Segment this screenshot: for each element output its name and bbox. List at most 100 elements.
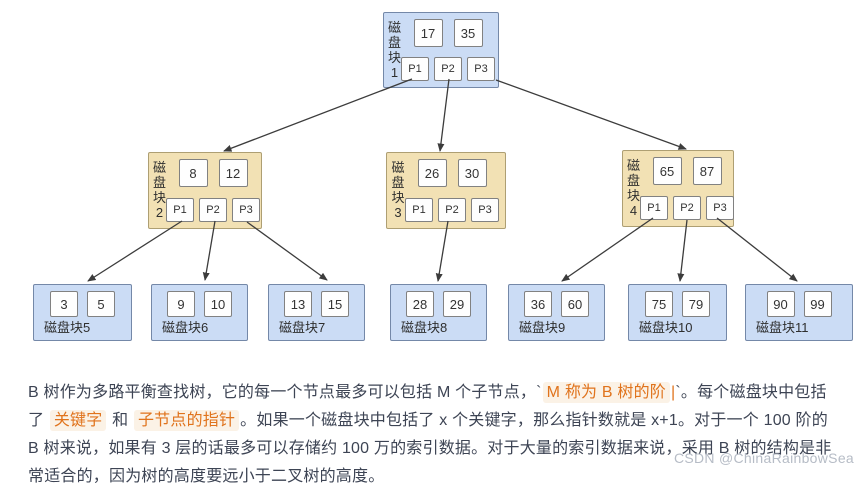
tree-edge-arrow (87, 220, 183, 282)
node-label: 磁盘块11 (756, 320, 809, 335)
key-cell: 87 (692, 157, 722, 185)
inline-code: 子节点的指针 (133, 410, 240, 431)
article-text: B 树作为多路平衡查找树，它的每一个节点最多可以包括 M 个子节点，` (28, 384, 542, 401)
node-label: 磁盘块6 (162, 320, 209, 335)
pointer-cell: P3 (232, 198, 261, 222)
pointer-cell: P3 (467, 57, 496, 81)
article-text: 。如果一个磁盘块中包括了 x 个关键字，那么指针数就是 x+1。对于一个 100… (28, 412, 832, 484)
key-cell: 79 (682, 291, 710, 317)
key-cell: 5 (87, 291, 115, 317)
key-cell: 65 (652, 157, 682, 185)
pointer-cell: P1 (166, 198, 195, 222)
pointer-cell: P2 (438, 198, 466, 222)
pointer-cell: P2 (673, 196, 702, 220)
tree-edge-arrow (437, 78, 450, 152)
key-cell: 29 (443, 291, 471, 317)
key-cell: 28 (406, 291, 434, 317)
disk-block-node-7: 13 15 磁盘块7 (268, 284, 365, 341)
article-text: `。每个磁盘块中包括了 (28, 384, 827, 429)
inline-code: M 称为 B 树的阶 (542, 382, 671, 403)
key-cell: 35 (453, 19, 483, 47)
tree-edge-arrow (202, 220, 216, 281)
node-label: 磁盘块10 (639, 320, 693, 335)
key-cell: 15 (321, 291, 349, 317)
node-label-char: 盘 (153, 175, 167, 190)
key-cell: 8 (178, 159, 208, 187)
node-label-char: 1 (390, 64, 399, 80)
tree-edge-arrow (677, 219, 688, 282)
node-label-char: 4 (629, 203, 638, 218)
node-label-char: 磁 (388, 19, 402, 35)
article-paragraph: B 树作为多路平衡查找树，它的每一个节点最多可以包括 M 个子节点，`M 称为 … (28, 379, 834, 484)
key-cell: 75 (645, 291, 673, 317)
node-label: 磁盘块5 (44, 320, 91, 335)
node-label-char: 块 (391, 190, 405, 205)
node-label-char: 盘 (627, 173, 641, 188)
node-label-char: 2 (155, 205, 164, 220)
pointer-cell: P3 (471, 198, 499, 222)
keys-row: 90 99 (754, 291, 844, 317)
node-label-char: 块 (153, 190, 167, 205)
pointer-cell: P1 (640, 196, 669, 220)
tree-edge-arrow (435, 220, 449, 282)
node-label-char: 3 (394, 205, 402, 220)
csdn-watermark: CSDN @ChinaRainbowSea (673, 450, 854, 466)
disk-block-node-11: 90 99 磁盘块11 (745, 284, 853, 341)
node-label-char: 块 (388, 49, 402, 65)
node-label-char: 磁 (153, 160, 167, 175)
disk-block-node-8: 28 29 磁盘块8 (390, 284, 487, 341)
keys-row: 28 29 (399, 291, 478, 317)
key-cell: 13 (284, 291, 312, 317)
key-cell: 36 (524, 291, 552, 317)
inline-code: 关键字 (49, 410, 107, 431)
key-cell: 30 (457, 159, 487, 187)
node-label-char: 磁 (627, 158, 641, 173)
key-cell: 10 (204, 291, 232, 317)
keys-row: 75 79 (637, 291, 718, 317)
node-label-char: 盘 (388, 34, 402, 50)
tree-edge-arrow (223, 78, 413, 152)
key-cell: 9 (167, 291, 195, 317)
pointer-cell: P2 (199, 198, 228, 222)
tree-edge-arrow (561, 217, 654, 282)
node-label-char: 磁 (391, 160, 405, 175)
node-label: 磁盘块9 (519, 320, 566, 335)
article-text: 和 (107, 412, 133, 429)
keys-row: 65 87 (640, 157, 734, 185)
key-cell: 99 (803, 291, 832, 317)
key-cell: 90 (766, 291, 795, 317)
key-cell: 26 (417, 159, 447, 187)
node-label: 磁盘块8 (401, 320, 448, 335)
tree-edge-arrow (246, 221, 328, 281)
tree-edge-arrow (495, 79, 687, 150)
key-cell: 17 (413, 19, 443, 47)
keys-row: 9 10 (160, 291, 239, 317)
text-caret: | (671, 384, 676, 401)
node-label: 磁盘块7 (279, 320, 326, 335)
tree-edge-arrow (716, 217, 798, 282)
pointer-cell: P1 (401, 57, 430, 81)
node-label-char: 盘 (391, 175, 405, 190)
disk-block-node-6: 9 10 磁盘块6 (151, 284, 248, 341)
